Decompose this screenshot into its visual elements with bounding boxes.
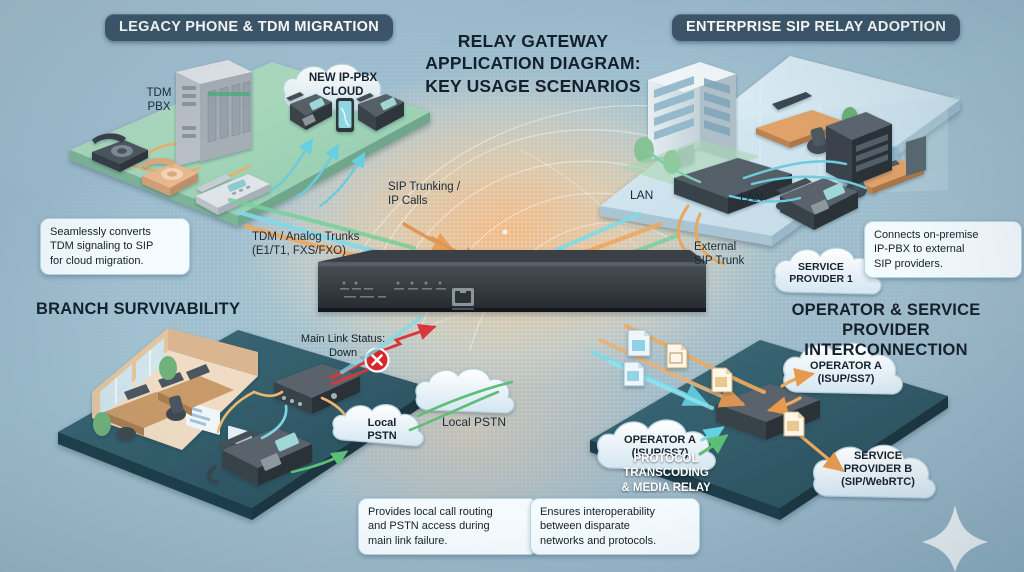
label-operator-a-right: OPERATOR A (ISUP/SS7) [810, 360, 882, 385]
label-local-pstn-near: Local PSTN [367, 417, 397, 442]
landscaping [620, 137, 760, 190]
enterprise-server-rack [826, 112, 892, 186]
label-operator-a-left: OPERATOR A (ISUP/SS7) [624, 434, 696, 459]
survivability-path [290, 380, 514, 474]
gateway-rj45-port [452, 288, 474, 306]
label-service-provider-1: SERVICE PROVIDER 1 [789, 261, 853, 286]
label-sip-trunking-ip-calls: SIP Trunking / IP Calls [388, 181, 461, 208]
tdm-pbx-cabinet [176, 60, 252, 166]
section-heading-branch-survivability: BRANCH SURVIVABILITY [36, 300, 241, 318]
relay-gateway-device[interactable] [318, 250, 706, 312]
label-local-pstn-far: Local PSTN [441, 415, 507, 429]
branch-cables [216, 390, 350, 440]
ip-phone-right [356, 93, 404, 131]
label-external-sip-trunk: External SIP Trunk [694, 241, 745, 268]
analog-desk-phone [196, 174, 270, 215]
section-heading-operator-interconnection: OPERATOR & SERVICE PROVIDER INTERCONNECT… [791, 301, 981, 360]
branch-desk-phone [207, 428, 312, 486]
callout-ensures-interoperability: Ensures interoperability between dispara… [530, 498, 700, 555]
document-icon-group [623, 329, 805, 437]
enterprise-desk-phone [776, 178, 858, 230]
label-protocol-transcoding-media-relay: PROTOCOL TRANSCODING & MEDIA RELAY [621, 453, 711, 494]
local-pstn-cloud-near [332, 404, 424, 447]
callout-local-call-routing: Provides local call routing and PSTN acc… [358, 498, 538, 555]
callout-connects-onprem-ippbx: Connects on-premise IP-PBX to external S… [864, 221, 1022, 278]
enterprise-lan-cables [648, 150, 868, 203]
local-pstn-cloud-far [415, 368, 515, 414]
migration-arrows [270, 138, 366, 208]
label-new-ip-pbx-cloud: NEW IP-PBX CLOUD [308, 72, 378, 98]
ip-phone-left [286, 92, 332, 130]
label-main-link-status: Main Link Status: Down [300, 333, 386, 359]
badge-legacy-phone-tdm-migration: LEGACY PHONE & TDM MIGRATION [105, 14, 394, 41]
label-lan-right: LAN [740, 190, 764, 204]
sparkle-icon [922, 505, 988, 572]
enterprise-lan-switch [674, 158, 792, 472]
callout-tdm-to-sip: Seamlessly converts TDM signaling to SIP… [40, 218, 190, 275]
branch-office-room [92, 328, 258, 450]
office-building [648, 62, 736, 168]
label-lan-left: LAN [630, 188, 654, 202]
rotary-phone-beige [142, 158, 198, 196]
diagram-title: RELAY GATEWAY APPLICATION DIAGRAM: KEY U… [425, 31, 641, 96]
mobile-phone [336, 98, 354, 132]
label-tdm-pbx: TDM PBX [146, 87, 172, 114]
badge-enterprise-sip-relay-adoption: ENTERPRISE SIP RELAY ADOPTION [672, 14, 961, 41]
rotary-phone-dark [92, 133, 148, 172]
label-tdm-analog-trunks: TDM / Analog Trunks (E1/T1, FXS/FXO) [252, 231, 360, 258]
label-service-provider-b: SERVICE PROVIDER B (SIP/WebRTC) [841, 450, 915, 488]
branch-gateway-device [274, 364, 360, 414]
